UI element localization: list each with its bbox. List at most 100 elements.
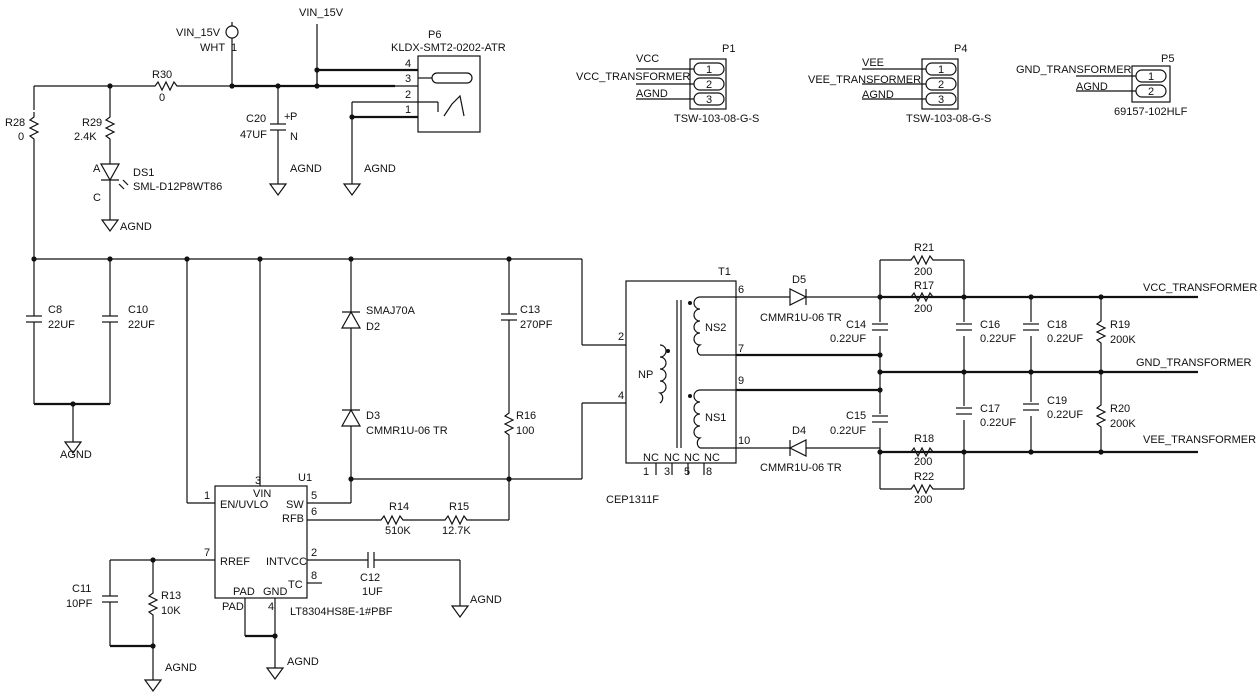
c17-ref: C17 [980, 403, 1000, 415]
p6-ref: P6 [428, 29, 441, 41]
p5-pin-2: 2 [1148, 86, 1154, 98]
d4-ref: D4 [792, 425, 806, 437]
c17-capacitor: C17 0.22UF [955, 403, 1016, 429]
p1-pin-2: 2 [706, 79, 712, 91]
r13-ref: R13 [161, 590, 181, 602]
c14-capacitor: C14 0.22UF [830, 319, 889, 345]
c11-value: 10PF [66, 598, 93, 610]
c12-ref: C12 [360, 572, 380, 584]
r28-resistor: R28 0 [5, 111, 39, 145]
p5-ref: P5 [1161, 53, 1174, 65]
ground-icon [451, 597, 469, 618]
c10-value: 22UF [128, 319, 155, 331]
t1-pin-6: 6 [738, 284, 744, 296]
t1-ns1: NS1 [705, 412, 726, 424]
u1-pin-tc: TC [288, 579, 303, 591]
t1-ref: T1 [718, 266, 731, 278]
ds1-led: A C DS1 SML-D12P8WT86 [93, 163, 222, 204]
c20-plus: P [290, 111, 297, 123]
u1-pin-gnd: GND [263, 586, 288, 598]
c11-capacitor: C11 10PF [66, 583, 119, 610]
d3-value: CMMR1U-06 TR [366, 425, 448, 437]
ground-icon [343, 175, 361, 196]
d5-value: CMMR1U-06 TR [760, 312, 842, 324]
r22-ref: R22 [914, 471, 934, 483]
p4-net-2: VEE_TRANSFORMER [808, 74, 921, 86]
u1-ic: U1 LT8304HS8E-1#PBF 1 EN/UVLO 3 VIN 5 SW… [110, 259, 393, 618]
p1-net-2: VCC_TRANSFORMER [576, 71, 690, 83]
c8-ref: C8 [48, 304, 62, 316]
p6-dc-jack: P6 KLDX-SMT2-0202-ATR 4 3 2 1 [314, 29, 506, 133]
r16-resistor: R16 100 [504, 407, 536, 520]
p5-net-2: AGND [1076, 81, 1108, 93]
c19-ref: C19 [1047, 395, 1067, 407]
r18-ref: R18 [914, 433, 934, 445]
p4-net-3: AGND [862, 89, 894, 101]
agnd-label: AGND [364, 163, 396, 175]
r18-value: 200 [914, 456, 932, 468]
t1-ns2: NS2 [705, 322, 726, 334]
d3-ref: D3 [366, 410, 380, 422]
agnd-label: AGND [470, 594, 502, 606]
r13-value: 10K [161, 605, 181, 617]
r29-value: 2.4K [74, 131, 97, 143]
c12-value: 1UF [362, 586, 383, 598]
u1-pin-sw-num: 5 [311, 490, 317, 502]
u1-pin-intvcc-num: 2 [311, 547, 317, 559]
c20-plus-sign: + [284, 111, 290, 123]
p1-net-1: VCC [636, 53, 659, 65]
c20-capacitor: + P N C20 47UF [240, 86, 298, 176]
c16-value: 0.22UF [980, 333, 1016, 345]
ds1-value: SML-D12P8WT86 [133, 181, 222, 193]
vin-15v-net: VIN_15V [299, 7, 344, 86]
vin-net-label: VIN_15V [299, 7, 344, 19]
d2-value: SMAJ70A [366, 305, 416, 317]
p6-pin-2: 2 [405, 89, 411, 101]
c18-value: 0.22UF [1047, 333, 1083, 345]
d5-ref: D5 [792, 274, 806, 286]
r14-value: 510K [385, 525, 411, 537]
t1-pin-9: 9 [738, 375, 744, 387]
p4-net-1: VEE [862, 57, 884, 69]
r13-resistor: R13 10K [148, 587, 181, 621]
u1-value: LT8304HS8E-1#PBF [290, 606, 393, 618]
c10-ref: C10 [128, 304, 148, 316]
p6-value: KLDX-SMT2-0202-ATR [391, 42, 506, 54]
d3-diode: D3 CMMR1U-06 TR [340, 408, 448, 503]
r29-ref: R29 [82, 117, 102, 129]
c15-value: 0.22UF [830, 425, 866, 437]
c18-ref: C18 [1047, 319, 1067, 331]
p1-pin-1: 1 [706, 64, 712, 76]
p1-net-3: AGND [636, 88, 668, 100]
c19-value: 0.22UF [1047, 409, 1083, 421]
r30-value: 0 [159, 92, 165, 104]
c19-capacitor: C19 0.22UF [1022, 395, 1083, 421]
vin-conn-ref: VIN_15V [176, 27, 221, 39]
u1-pin-rref: RREF [220, 556, 250, 568]
r19-ref: R19 [1110, 319, 1130, 331]
test-point-icon [225, 25, 239, 39]
p1-pin-3: 3 [706, 94, 712, 106]
p1-header: P1 1 2 3 VCC VCC_TRANSFORMER AGND TSW-10… [576, 43, 759, 125]
u1-pin-tc-num: 8 [311, 570, 317, 582]
d2-ref: D2 [366, 321, 380, 333]
t1-nc-8: NC [704, 452, 720, 464]
p4-pin-1: 1 [938, 64, 944, 76]
u1-pin-en-num: 1 [204, 490, 210, 502]
r19-resistor: R19 200K [1096, 315, 1136, 349]
t1-nc-pin-5: 5 [684, 466, 690, 478]
ds1-cathode: C [93, 192, 101, 204]
r16-ref: R16 [516, 410, 536, 422]
p6-pin-4: 4 [405, 58, 411, 70]
u1-pin-intvcc: INTVCC [266, 556, 307, 568]
r15-value: 12.7K [442, 525, 471, 537]
r14-ref: R14 [389, 501, 409, 513]
u1-pin-rfb-num: 6 [311, 506, 317, 518]
p1-value: TSW-103-08-G-S [674, 113, 759, 125]
c16-ref: C16 [980, 319, 1000, 331]
u1-pin-vin: VIN [253, 488, 271, 500]
agnd-label: AGND [165, 662, 197, 674]
d4-value: CMMR1U-06 TR [760, 462, 842, 474]
p5-net-1: GND_TRANSFORMER [1016, 64, 1132, 76]
t1-nc-pin-3: 3 [664, 466, 670, 478]
